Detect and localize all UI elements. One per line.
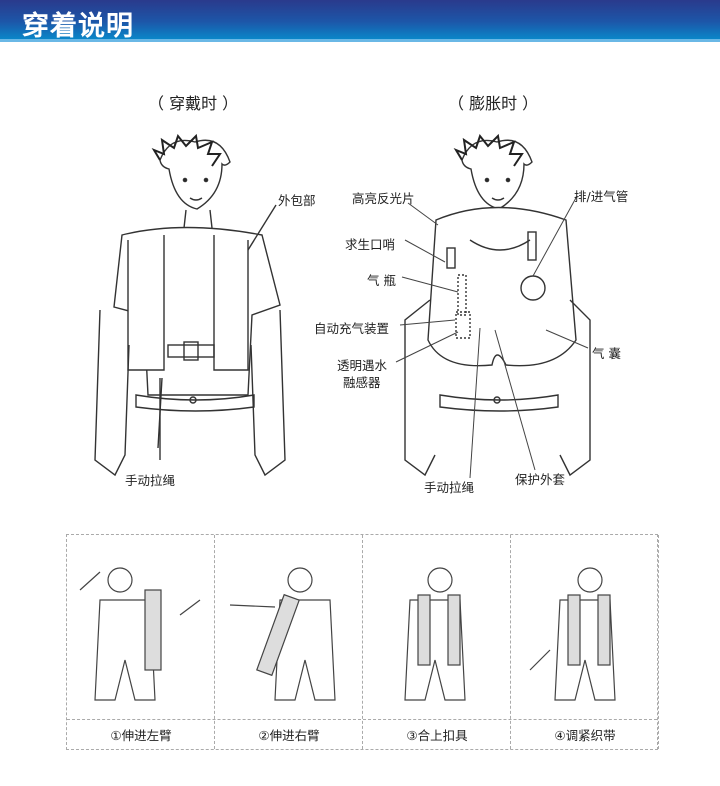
step-cell-4 xyxy=(511,535,659,749)
step-label-3: ③合上扣具 xyxy=(406,728,468,743)
leader-lines xyxy=(395,195,589,479)
label-cylinder: 气 瓶 xyxy=(367,273,396,288)
step-illustrations xyxy=(79,567,616,701)
label-bladder: 气 囊 xyxy=(592,346,621,361)
label-sensor-line2: 融感器 xyxy=(343,375,381,390)
step-cell-1 xyxy=(67,535,215,749)
caption-worn: （ 穿戴时 ） xyxy=(148,94,239,113)
step-label-4: ④调紧织带 xyxy=(554,728,616,743)
label-oral-tube: 排/进气管 xyxy=(574,189,629,204)
label-whistle: 求生口哨 xyxy=(345,237,396,252)
steps-divider xyxy=(67,719,657,720)
label-manual-pull-worn: 手动拉绳 xyxy=(125,473,176,488)
page-header: 穿着说明 xyxy=(0,0,720,42)
page-title: 穿着说明 xyxy=(22,11,134,42)
caption-inflated: （ 膨胀时 ） xyxy=(448,94,539,113)
step-cell-2 xyxy=(215,535,363,749)
steps-panel: ①伸进左臂 ②伸进右臂 ③合上扣具 ④调紧织带 xyxy=(66,534,659,750)
step-cell-3 xyxy=(363,535,511,749)
step-label-2: ②伸进右臂 xyxy=(258,728,320,743)
label-outer-cover: 外包部 xyxy=(278,193,316,208)
label-protective-cover: 保护外套 xyxy=(515,472,566,487)
step-label-1: ①伸进左臂 xyxy=(110,728,172,743)
label-manual-pull-inflated: 手动拉绳 xyxy=(424,480,475,495)
worn-person-illustration xyxy=(94,133,286,477)
label-sensor-line1: 透明遇水 xyxy=(337,358,388,373)
label-auto-inflator: 自动充气装置 xyxy=(314,321,390,336)
label-reflective: 高亮反光片 xyxy=(352,191,415,206)
inflated-person-illustration xyxy=(404,133,591,477)
